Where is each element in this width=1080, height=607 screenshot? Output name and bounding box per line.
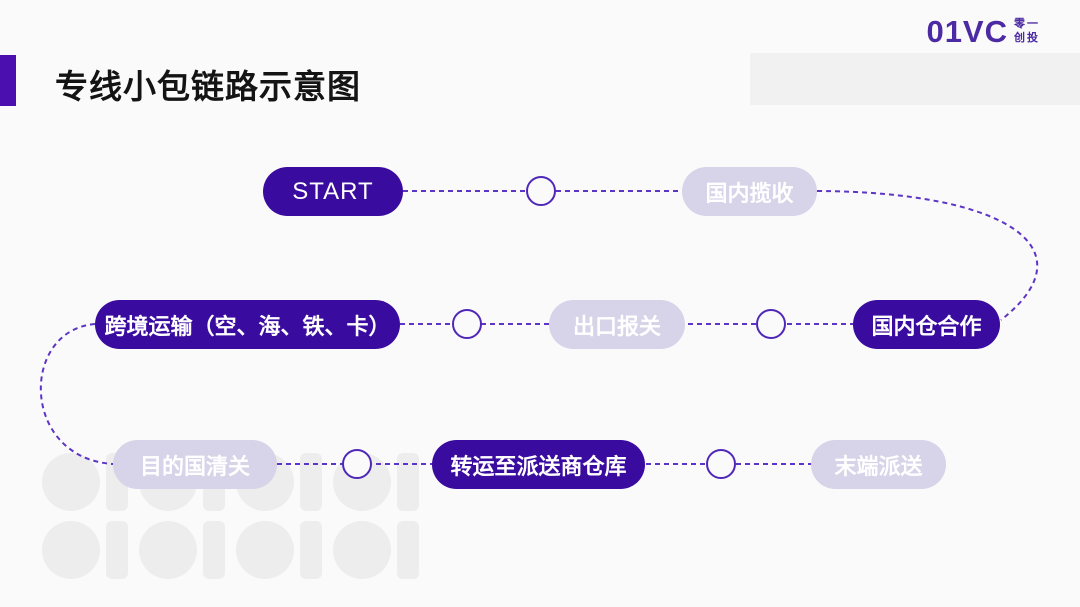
- pattern-one-shape: [106, 521, 128, 579]
- flow-node-circle: [756, 309, 786, 339]
- flow-node-start: START: [263, 167, 403, 216]
- flow-node-domestic-warehouse: 国内仓合作: [853, 300, 1000, 349]
- flow-node-crossborder-transport: 跨境运输（空、海、铁、卡）: [95, 300, 400, 349]
- flow-node-circle: [526, 176, 556, 206]
- pattern-zero-shape: [236, 521, 294, 579]
- pattern-zero-shape: [42, 453, 100, 511]
- flow-node-export-customs: 出口报关: [549, 300, 685, 349]
- logo-tagline-line1: 零一: [1014, 18, 1040, 31]
- company-logo: 01VC 零一 创投: [926, 14, 1040, 50]
- pattern-zero-shape: [333, 521, 391, 579]
- logo-tagline-line2: 创投: [1014, 32, 1040, 44]
- pattern-zero-shape: [139, 521, 197, 579]
- title-accent-bar: [0, 55, 16, 106]
- flow-node-circle: [452, 309, 482, 339]
- pattern-zero-shape: [42, 521, 100, 579]
- header-gray-panel: [750, 53, 1080, 105]
- pattern-one-shape: [300, 453, 322, 511]
- flow-node-domestic-pickup: 国内揽收: [682, 167, 817, 216]
- logo-brand-text: 01VC: [926, 14, 1008, 49]
- logo-tagline: 零一 创投: [1014, 18, 1040, 46]
- flow-node-last-mile-delivery: 末端派送: [811, 440, 946, 489]
- connector-curve-left: [40, 323, 114, 465]
- binary-pattern-row: [42, 521, 424, 579]
- flow-node-destination-customs: 目的国清关: [113, 440, 277, 489]
- flow-node-circle: [342, 449, 372, 479]
- page-title: 专线小包链路示意图: [55, 68, 361, 105]
- pattern-one-shape: [397, 521, 419, 579]
- pattern-one-shape: [203, 521, 225, 579]
- flow-node-transfer-to-carrier-warehouse: 转运至派送商仓库: [432, 440, 645, 489]
- flow-node-circle: [706, 449, 736, 479]
- pattern-one-shape: [397, 453, 419, 511]
- pattern-one-shape: [300, 521, 322, 579]
